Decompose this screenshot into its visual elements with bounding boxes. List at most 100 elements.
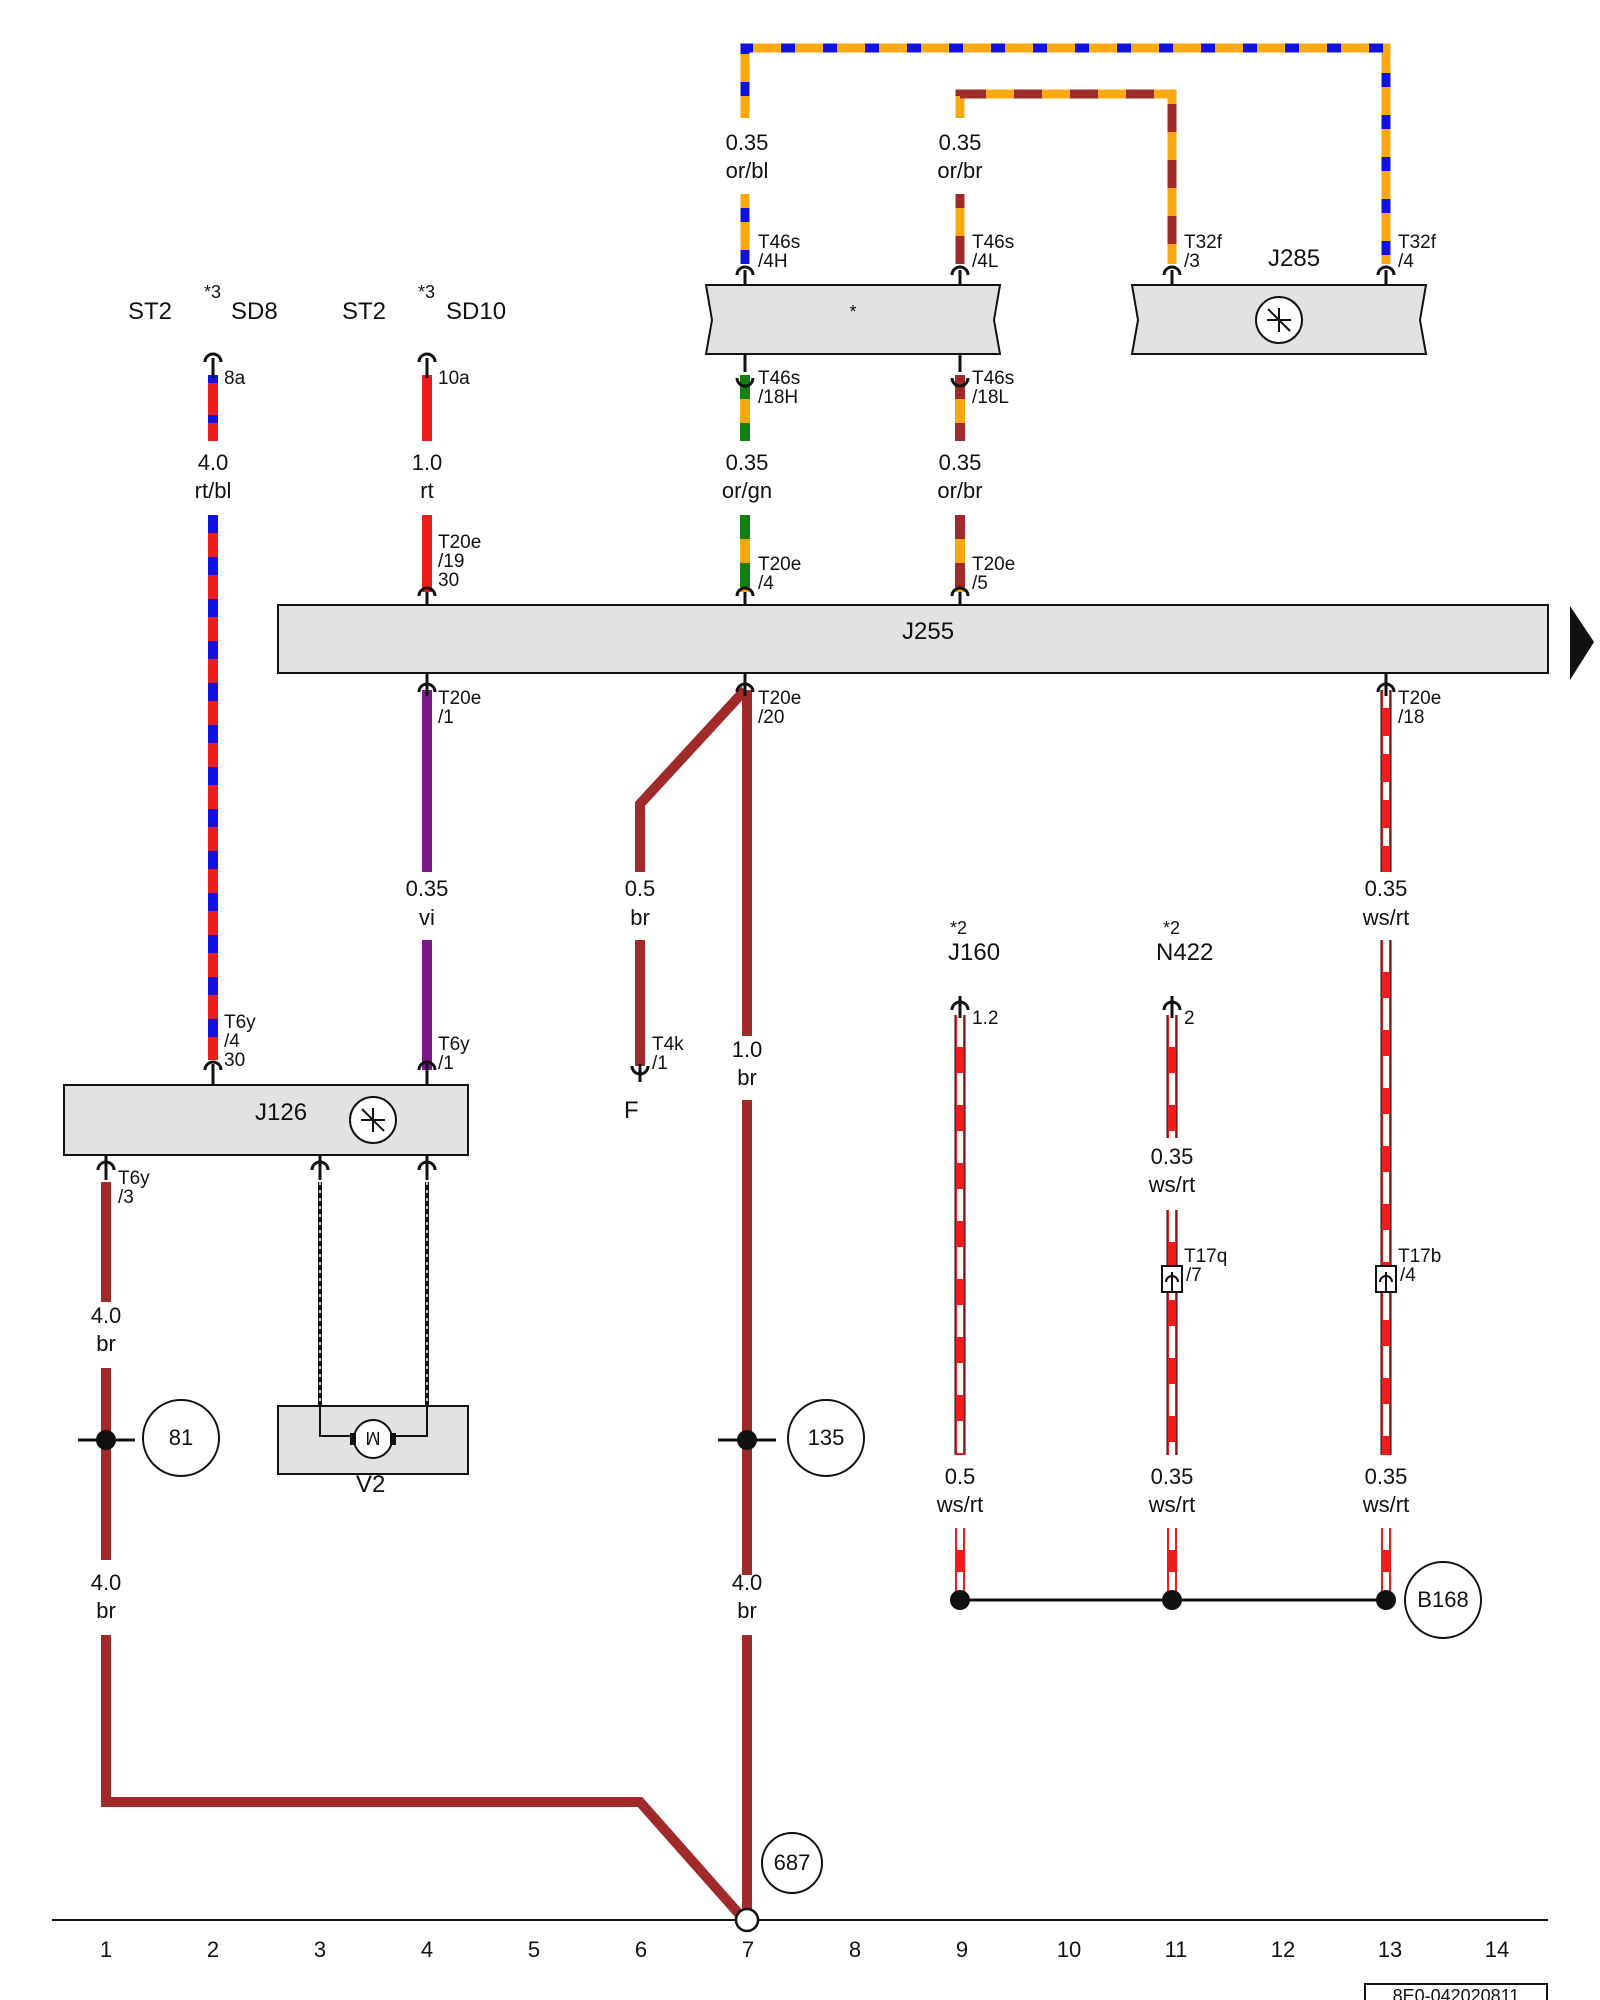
wire-ws-rt-11-upper — [1166, 1015, 1178, 1138]
pin-t20e-20-b: /20 — [758, 707, 784, 728]
wire-color-wsrt-11-mid: ws/rt — [1148, 1172, 1195, 1197]
note-b-label: *3 — [418, 282, 435, 302]
pin-t32f-4-b: /4 — [1398, 251, 1414, 272]
svg-text:T46s/18H: T46s/18H — [758, 368, 800, 408]
grid-number: 6 — [635, 1937, 647, 1962]
ground-687: 687 — [761, 1832, 823, 1894]
wire-color-wsrt-13-top: ws/rt — [1362, 905, 1409, 930]
pin-t46s-18h-a: T46s — [758, 368, 800, 389]
ground-point-b168-label: B168 — [1417, 1587, 1468, 1612]
svg-text:T46s/4H: T46s/4H — [758, 232, 800, 272]
pin-t20e-19-a: T20e — [438, 532, 481, 553]
pin-t46s-4l-a: T46s — [972, 232, 1014, 253]
wire-ws-rt-11-mid — [1166, 1210, 1178, 1455]
pin-t46s-18l-b: /18L — [972, 387, 1009, 408]
note-n422-label: *2 — [1163, 918, 1180, 938]
grid-number: 10 — [1057, 1937, 1081, 1962]
grid-number: 7 — [742, 1937, 754, 1962]
wire-size-wsrt-13-top: 0.35 — [1365, 876, 1408, 901]
pin-t17b-4-a: T17b — [1398, 1246, 1441, 1267]
pin-t46s-4l-b: /4L — [972, 251, 998, 272]
sd8-label: SD8 — [231, 298, 278, 325]
svg-text:T17b/4: T17b/4 — [1398, 1246, 1441, 1286]
wire-br-4-ground — [101, 1635, 744, 1919]
pin-t20e-5-a: T20e — [972, 554, 1015, 575]
ground-point-81-label: 81 — [169, 1425, 193, 1450]
splice-135: 135 — [718, 1399, 865, 1477]
footer-code: 8E0-042020811 — [1393, 1986, 1520, 2000]
wire-or-bl-loop — [740, 43, 1391, 264]
pin-8a: 8a — [224, 368, 246, 389]
wire-ws-rt-bottom — [955, 1528, 1391, 1600]
wire-size-br-4-bot: 4.0 — [91, 1570, 122, 1595]
wire-size-br-4-top: 4.0 — [91, 1303, 122, 1328]
pin-t6y-3-a: T6y — [118, 1168, 150, 1189]
pin-t6y-4-c: 30 — [224, 1050, 245, 1071]
component-v2-label: V2 — [356, 1471, 385, 1498]
pin-t20e-1-a: T20e — [438, 688, 481, 709]
grid-number: 3 — [314, 1937, 326, 1962]
st2-b-label: ST2 — [342, 298, 386, 325]
wire-color-br-7-bot: br — [737, 1598, 757, 1623]
pin-t20e-5-b: /5 — [972, 573, 988, 594]
pin-t32f-4-a: T32f — [1398, 232, 1437, 253]
svg-text:T20e/5: T20e/5 — [972, 554, 1015, 594]
svg-text:T20e/18: T20e/18 — [1398, 688, 1441, 728]
pin-t46s-18h-b: /18H — [758, 387, 798, 408]
ground-point-b168 — [1404, 1561, 1482, 1639]
wire-size-wsrt-9: 0.5 — [945, 1464, 976, 1489]
wire-color-wsrt-11-bot: ws/rt — [1148, 1492, 1195, 1517]
component-star: * — [704, 284, 1002, 355]
grid-number: 11 — [1165, 1937, 1188, 1962]
connector-pins-top — [735, 265, 1396, 285]
pin-t20e-19-b: /19 — [438, 551, 464, 572]
pin-t6y-1-a: T6y — [438, 1034, 470, 1055]
footer-code-box: 8E0-042020811 — [1364, 1983, 1548, 2000]
wire-to-v2 — [318, 1182, 429, 1436]
pin-t46s-4h-a: T46s — [758, 232, 800, 253]
pin-t32f-3-b: /3 — [1184, 251, 1200, 272]
pin-t17q-7-b: /7 — [1186, 1265, 1202, 1286]
wire-size-or-gn: 0.35 — [726, 450, 769, 475]
component-v2: M V2 — [277, 1405, 469, 1498]
wire-color-vi: vi — [419, 905, 435, 930]
pin-t32f-3-a: T32f — [1184, 232, 1223, 253]
svg-text:T20e/1: T20e/1 — [438, 688, 481, 728]
component-j255-label: J255 — [902, 618, 954, 645]
wire-color-br-4-top: br — [96, 1331, 116, 1356]
pin-t17q-7-a: T17q — [1184, 1246, 1227, 1267]
component-j285-label: J285 — [1268, 245, 1320, 272]
inline-connector-arcs — [1165, 1272, 1393, 1292]
pin-t6y-1-b: /1 — [438, 1053, 454, 1074]
connector-pin-t4k — [630, 1064, 650, 1082]
pin-t20e-4-b: /4 — [758, 573, 774, 594]
wire-color-wsrt-9: ws/rt — [936, 1492, 983, 1517]
grid-number: 5 — [528, 1937, 540, 1962]
svg-text:T46s/18L: T46s/18L — [972, 368, 1014, 408]
pin-t20e-20-a: T20e — [758, 688, 801, 709]
wire-br-0-5-upper — [635, 686, 749, 872]
wire-color-or-gn: or/gn — [722, 478, 772, 503]
pin-1-2: 1.2 — [972, 1008, 998, 1029]
wire-size-wsrt-11-bot: 0.35 — [1151, 1464, 1194, 1489]
wire-size-br-0-5: 0.5 — [625, 876, 656, 901]
svg-text:M: M — [366, 1428, 381, 1448]
grid-number: 8 — [849, 1937, 861, 1962]
supply-labels: ST2 *3 SD8 ST2 *3 SD10 — [128, 282, 506, 325]
grid-number: 13 — [1378, 1937, 1402, 1962]
svg-text:T20e/4: T20e/4 — [758, 554, 801, 594]
connector-pins-j255-bottom — [417, 673, 1396, 696]
component-j160-label: J160 — [948, 939, 1000, 966]
pin-t6y-4-b: /4 — [224, 1031, 240, 1052]
svg-text:T46s/4L: T46s/4L — [972, 232, 1014, 272]
pin-10a: 10a — [438, 368, 470, 389]
note-j160-label: *2 — [950, 918, 967, 938]
wire-size-rt-bl: 4.0 — [198, 450, 229, 475]
st2-a-label: ST2 — [128, 298, 172, 325]
ground-point-81 — [142, 1399, 220, 1477]
wire-size-vi: 0.35 — [406, 876, 449, 901]
pin-t17b-4-b: /4 — [1400, 1265, 1416, 1286]
